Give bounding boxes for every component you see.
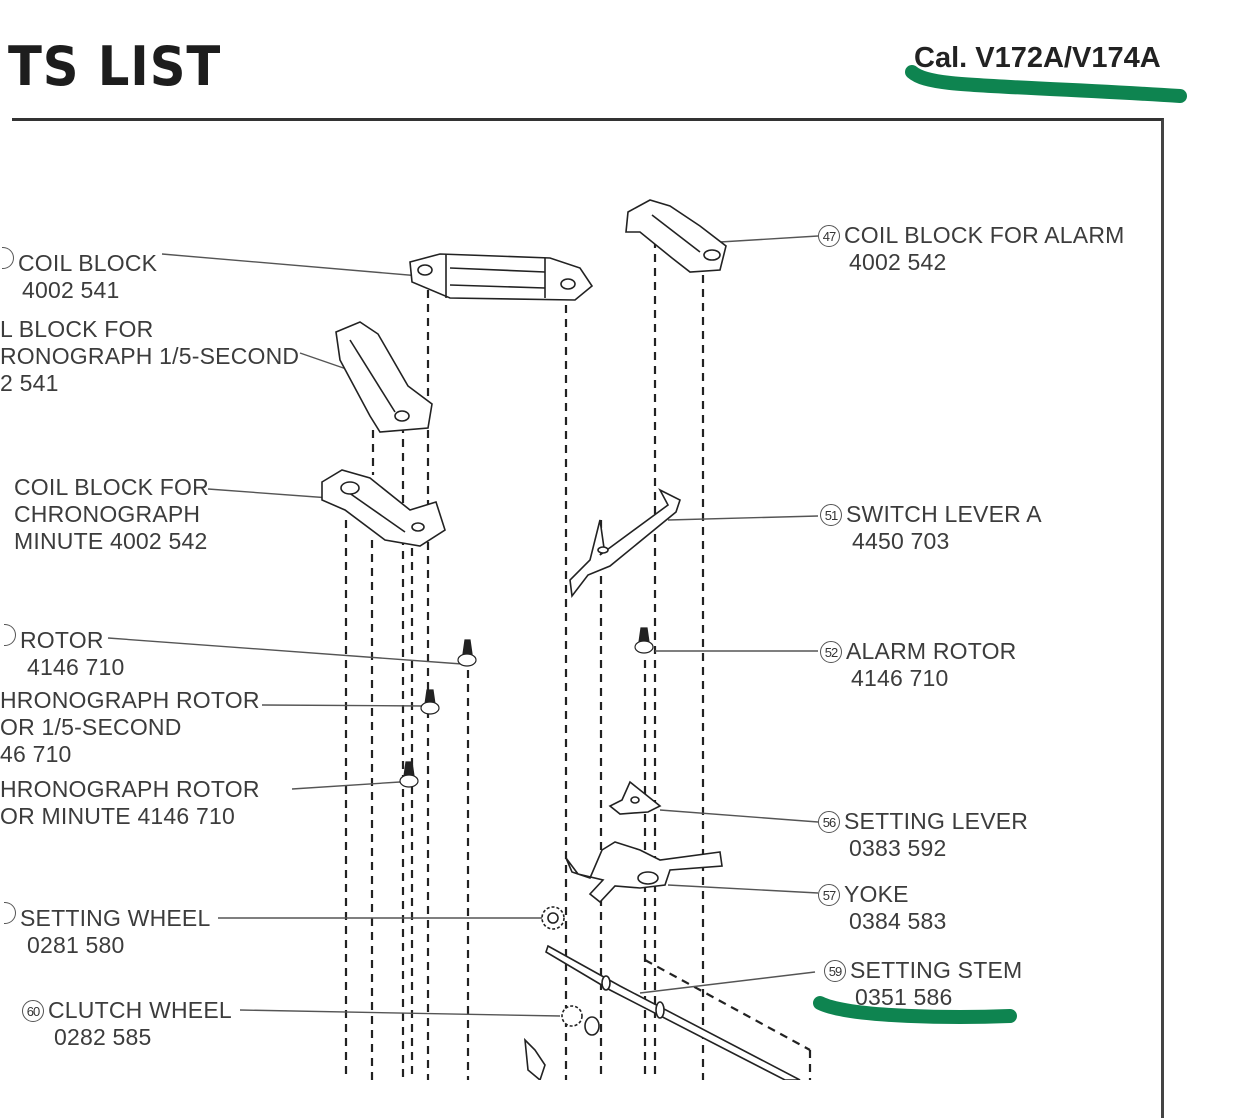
part-label-setting-wheel: SETTING WHEEL 0281 580 (4, 902, 210, 959)
part-code: 2 541 (0, 370, 59, 396)
part-number-badge: 52 (820, 641, 842, 663)
part-name: COIL BLOCK FOR ALARM (844, 222, 1125, 248)
part-code: OR MINUTE 4146 710 (0, 803, 235, 829)
part-number-badge (2, 247, 14, 269)
coil-block-chrono-minute (321, 469, 446, 547)
part-name: HRONOGRAPH ROTOR (0, 687, 260, 713)
part-code: 4002 541 (22, 277, 120, 303)
caliber-label: Cal. V172A/V174A (914, 42, 1161, 74)
part-label-coil-block-chrono-minute: COIL BLOCK FOR CHRONOGRAPH MINUTE 4002 5… (14, 474, 209, 555)
part-number-badge: 51 (820, 504, 842, 526)
part-code: 4146 710 (851, 665, 949, 691)
coil-block-top (409, 253, 594, 301)
part-code: 0383 592 (849, 835, 947, 861)
part-label-rotor: ROTOR 4146 710 (4, 624, 125, 681)
part-label-coil-block-chrono-second: L BLOCK FOR RONOGRAPH 1/5-SECOND 2 541 (0, 316, 299, 397)
part-number-badge: 60 (22, 1000, 44, 1022)
caliber-underline (905, 65, 1187, 103)
part-name-cont: RONOGRAPH 1/5-SECOND (0, 343, 300, 369)
part-code: 0282 585 (54, 1024, 152, 1050)
part-code: 0281 580 (27, 932, 125, 958)
part-name: ROTOR (20, 627, 104, 653)
diagram-frame (12, 118, 1164, 1118)
part-code: 4146 710 (27, 654, 125, 680)
coil-block-chrono-second (335, 321, 433, 433)
part-name: SWITCH LEVER A (846, 501, 1042, 527)
part-name: HRONOGRAPH ROTOR (0, 776, 260, 802)
part-code: 0384 583 (849, 908, 947, 934)
part-name: COIL BLOCK (18, 250, 158, 276)
setting-stem (545, 944, 801, 1080)
part-number-badge: 57 (818, 884, 840, 906)
setting-wheel (541, 906, 565, 930)
part-name: SETTING WHEEL (20, 905, 211, 931)
highlight-marks (813, 65, 1187, 1024)
part-number-badge (4, 624, 16, 646)
part-number-badge: 59 (824, 960, 846, 982)
part-name: CLUTCH WHEEL (48, 997, 232, 1023)
part-number-badge: 56 (818, 811, 840, 833)
part-number-badge (4, 902, 16, 924)
part-code: 46 710 (0, 741, 72, 767)
part-name-cont: CHRONOGRAPH (14, 501, 201, 527)
coil-block-alarm (625, 199, 727, 273)
exploded-parts-diagram (107, 65, 1187, 1080)
part-name: SETTING STEM (850, 957, 1023, 983)
switch-lever-a (569, 488, 681, 599)
part-name: COIL BLOCK FOR (14, 474, 209, 500)
part-code: 4450 703 (852, 528, 950, 554)
part-number-badge: 47 (818, 225, 840, 247)
part-label-coil-block: COIL BLOCK 4002 541 (2, 247, 157, 304)
part-label-chrono-rotor-minute: HRONOGRAPH ROTOR OR MINUTE 4146 710 (0, 776, 260, 830)
part-code: 0351 586 (855, 984, 953, 1010)
yoke (565, 841, 723, 904)
page-title: TS LIST (8, 35, 222, 98)
part-label-chrono-rotor-second: HRONOGRAPH ROTOR OR 1/5-SECOND 46 710 (0, 687, 260, 768)
part-name: ALARM ROTOR (846, 638, 1017, 664)
part-number-underline (813, 996, 1017, 1024)
part-name: YOKE (844, 881, 909, 907)
setting-lever (608, 780, 662, 815)
part-name: L BLOCK FOR (0, 316, 154, 342)
rotors (399, 627, 654, 788)
part-name: SETTING LEVER (844, 808, 1029, 834)
clutch-wheel (523, 1005, 600, 1080)
part-code: 4002 542 (849, 249, 947, 275)
part-code: MINUTE 4002 542 (14, 528, 208, 554)
part-name-cont: OR 1/5-SECOND (0, 714, 182, 740)
